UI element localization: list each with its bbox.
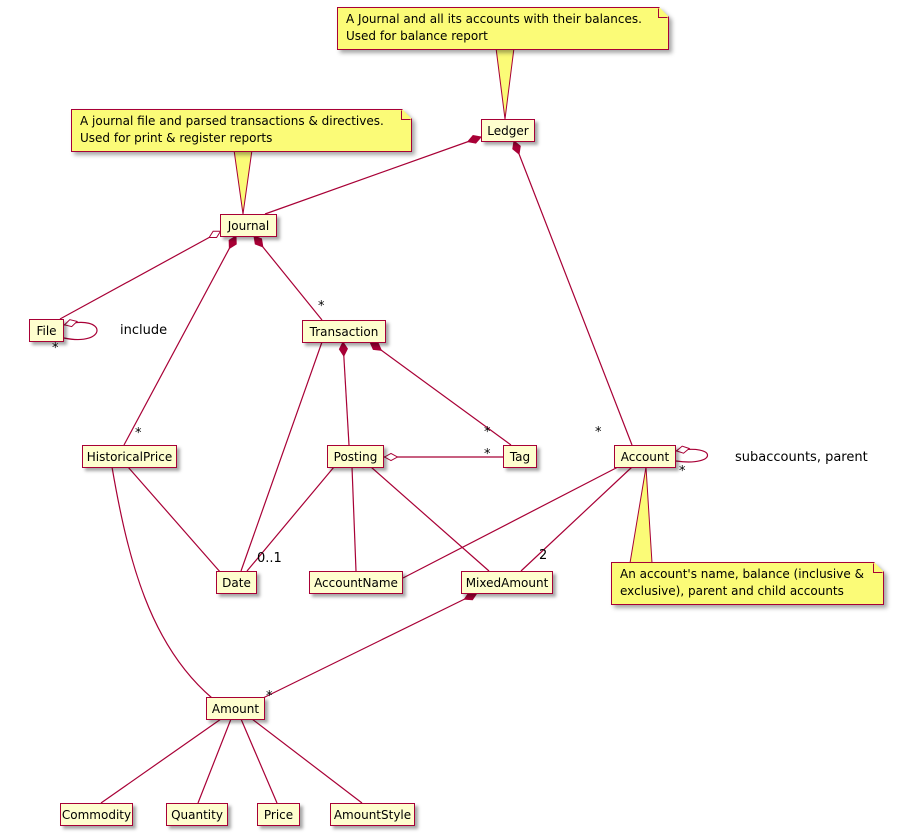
note-ledger: A Journal and all its accounts with thei… xyxy=(337,7,669,50)
class-box-file: File xyxy=(29,319,64,342)
edge-journal-historicalprice xyxy=(123,235,237,446)
class-box-ledger: Ledger xyxy=(481,119,535,142)
edge-account-mixedamount xyxy=(520,466,633,572)
edge-account-subaccounts-self-loop xyxy=(675,445,708,463)
note-journal-line2: Used for print & register reports xyxy=(80,131,273,145)
class-box-accountname: AccountName xyxy=(309,571,403,594)
class-box-historicalprice: HistoricalPrice xyxy=(82,445,177,468)
multiplicity-journal-transaction: * xyxy=(318,299,325,314)
class-box-amountstyle: AmountStyle xyxy=(330,803,415,826)
edge-journal-file xyxy=(59,230,222,320)
note-fold-icon xyxy=(658,8,668,18)
note-fold-icon xyxy=(401,110,411,120)
note-ledger-line1: A Journal and all its accounts with thei… xyxy=(346,12,642,26)
note-account: An account's name, balance (inclusive & … xyxy=(611,562,884,605)
class-box-amount: Amount xyxy=(206,697,265,720)
class-box-price: Price xyxy=(257,803,300,826)
note-journal-wrap: A journal file and parsed transactions &… xyxy=(71,109,412,152)
edge-amount-price xyxy=(240,718,278,804)
edge-label-include: include xyxy=(120,323,167,338)
edge-journal-transaction xyxy=(253,235,323,321)
class-box-account: Account xyxy=(614,445,676,468)
note-account-wrap: An account's name, balance (inclusive & … xyxy=(611,562,884,605)
note-pointer-ledger xyxy=(495,47,515,120)
class-box-commodity: Commodity xyxy=(60,803,133,826)
edge-file-include-self-loop xyxy=(63,319,98,341)
multiplicity-account-subaccounts: * xyxy=(679,464,686,479)
class-box-tag: Tag xyxy=(503,445,537,468)
multiplicity-file-include: * xyxy=(52,341,59,356)
class-box-transaction: Transaction xyxy=(302,320,386,343)
edge-historicalprice-amount xyxy=(111,466,213,699)
edge-transaction-posting xyxy=(338,340,350,446)
edge-transaction-tag xyxy=(369,341,512,446)
edge-mixedamount-amount xyxy=(262,591,478,699)
edge-posting-mixedamount xyxy=(370,466,490,572)
multiplicity-account-mixedamount: 2 xyxy=(539,548,547,563)
class-box-journal: Journal xyxy=(220,214,277,237)
multiplicity-mixedamount-amount: * xyxy=(266,689,273,704)
edge-ledger-account xyxy=(512,140,633,446)
multiplicity-transaction-tag: * xyxy=(484,425,491,440)
edge-account-accountname xyxy=(402,466,619,579)
note-pointer-journal xyxy=(233,149,253,215)
edge-ledger-journal xyxy=(264,135,482,215)
note-ledger-wrap: A Journal and all its accounts with thei… xyxy=(337,7,669,50)
edge-amount-commodity xyxy=(100,718,222,804)
edge-posting-date xyxy=(246,466,335,572)
edge-posting-accountname xyxy=(351,466,357,572)
class-box-date: Date xyxy=(216,571,257,594)
note-fold-icon xyxy=(873,563,883,573)
note-account-line1: An account's name, balance (inclusive & xyxy=(620,567,864,581)
note-journal: A journal file and parsed transactions &… xyxy=(71,109,412,152)
multiplicity-posting-tag: * xyxy=(484,447,491,462)
edge-historicalprice-date xyxy=(127,466,222,574)
note-journal-line1: A journal file and parsed transactions &… xyxy=(80,114,384,128)
edge-amount-amountstyle xyxy=(251,718,363,804)
note-pointer-account xyxy=(629,466,653,564)
note-account-line2: exclusive), parent and child accounts xyxy=(620,584,844,598)
multiplicity-posting-date: 0..1 xyxy=(257,551,282,566)
multiplicity-ledger-account: * xyxy=(595,425,602,440)
class-box-posting: Posting xyxy=(327,445,384,468)
edge-label-account-subaccounts: subaccounts, parent xyxy=(735,450,868,465)
class-box-quantity: Quantity xyxy=(166,803,228,826)
class-box-mixedamount: MixedAmount xyxy=(461,571,553,594)
note-ledger-line2: Used for balance report xyxy=(346,29,488,43)
edge-transaction-date xyxy=(240,341,323,572)
multiplicity-journal-historicalprice: * xyxy=(135,426,142,441)
edge-amount-quantity xyxy=(197,718,232,804)
